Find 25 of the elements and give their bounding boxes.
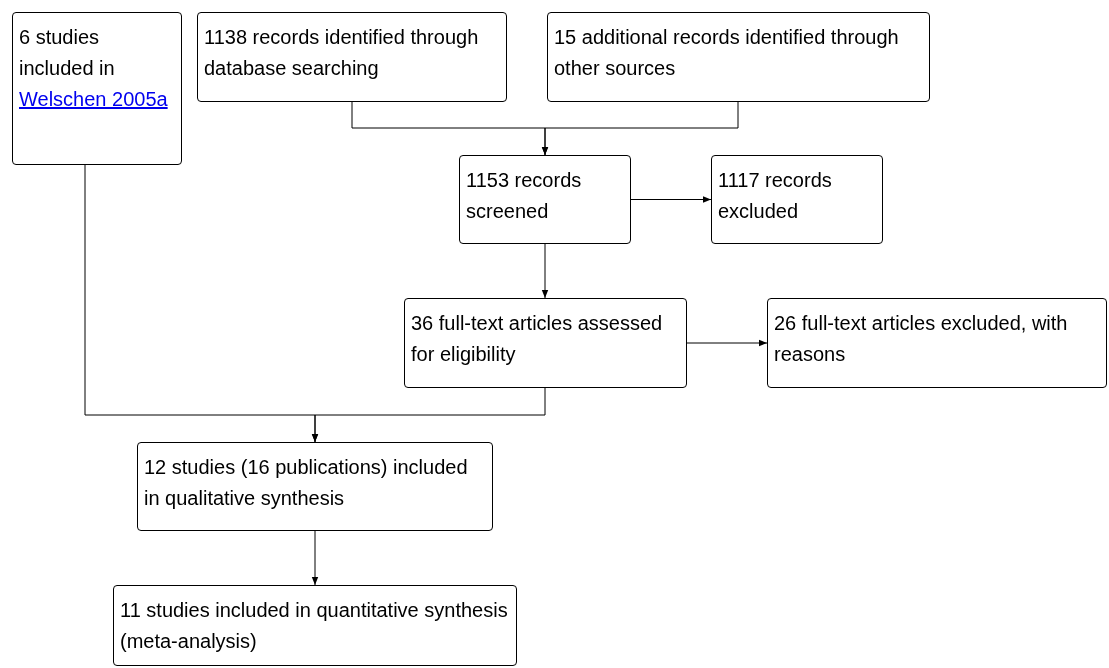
arrow <box>311 387 546 443</box>
box-text: 26 full-text articles excluded, with reasons <box>774 312 1068 365</box>
box-text: 15 additional records identified through other sources <box>554 26 899 79</box>
arrow <box>541 243 549 299</box>
process-box <box>404 298 687 388</box>
process-box <box>459 155 631 244</box>
arrow <box>686 339 768 347</box>
box-text: 12 studies (16 publications) included in qualitative synthesis <box>144 456 468 509</box>
box-text: 1117 records excluded <box>718 169 832 222</box>
process-box <box>113 585 517 666</box>
box-text: 36 full-text articles assessed for eligibility <box>411 312 663 365</box>
process-box <box>547 12 930 102</box>
box-text: 1138 records identified through database searching <box>204 26 479 79</box>
process-box <box>767 298 1107 388</box>
arrow <box>630 196 712 203</box>
citation-link: Welschen 2005a <box>19 88 168 110</box>
process-box <box>12 12 182 165</box>
arrow <box>541 101 739 156</box>
process-box <box>137 442 493 531</box>
box-text: 6 studies included in <box>19 26 115 79</box>
process-box <box>711 155 883 244</box>
box-text: 1153 records screened <box>466 169 582 222</box>
arrow <box>311 530 319 586</box>
process-box <box>197 12 507 102</box>
box-text: 11 studies included in quantitative synthesis (meta-analysis) <box>120 599 508 652</box>
